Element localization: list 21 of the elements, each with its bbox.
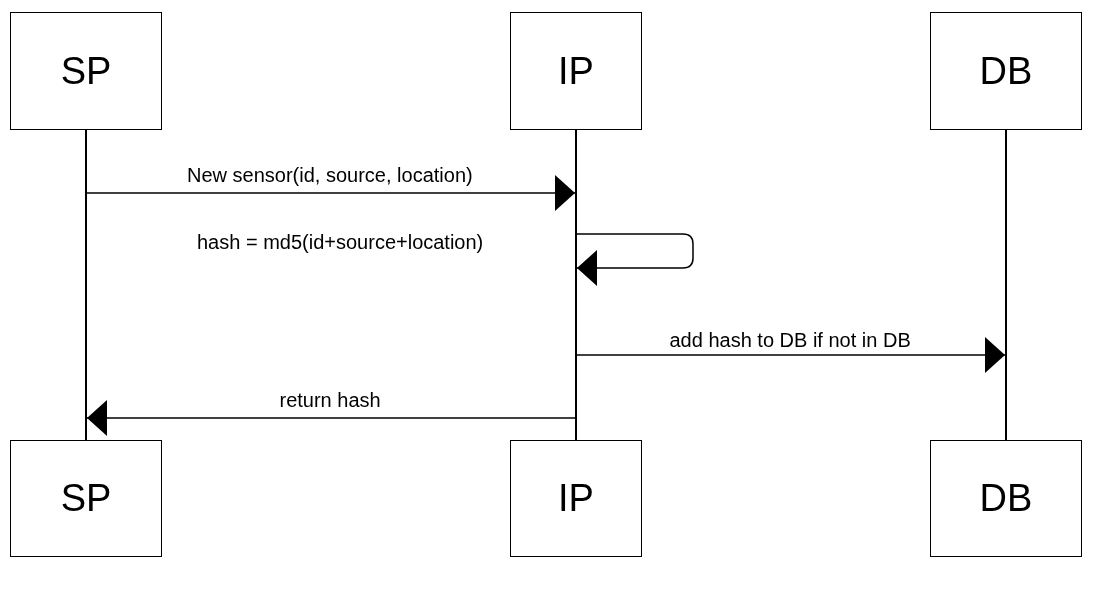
participant-box [10, 440, 162, 557]
message-arrow [86, 400, 576, 436]
message-label: New sensor(id, source, location) [186, 164, 474, 186]
participant-name: IP [558, 477, 594, 520]
participant-name: IP [558, 49, 594, 93]
lifeline [85, 130, 87, 440]
participant-name: SP [60, 49, 112, 93]
participant-box [510, 12, 642, 130]
participant-box [10, 12, 162, 130]
lifeline [1005, 130, 1007, 440]
participant-name: SP [60, 477, 112, 520]
lifeline [575, 130, 577, 440]
participant-name: DB [979, 49, 1033, 93]
message-label: hash = md5(id+source+location) [196, 231, 485, 253]
participant-box [930, 440, 1082, 557]
participant-box [930, 12, 1082, 130]
message-arrow [86, 175, 576, 211]
participant-name: DB [979, 477, 1033, 520]
self-message-arrow [576, 233, 694, 286]
participant-box [510, 440, 642, 557]
message-arrow [576, 337, 1006, 373]
